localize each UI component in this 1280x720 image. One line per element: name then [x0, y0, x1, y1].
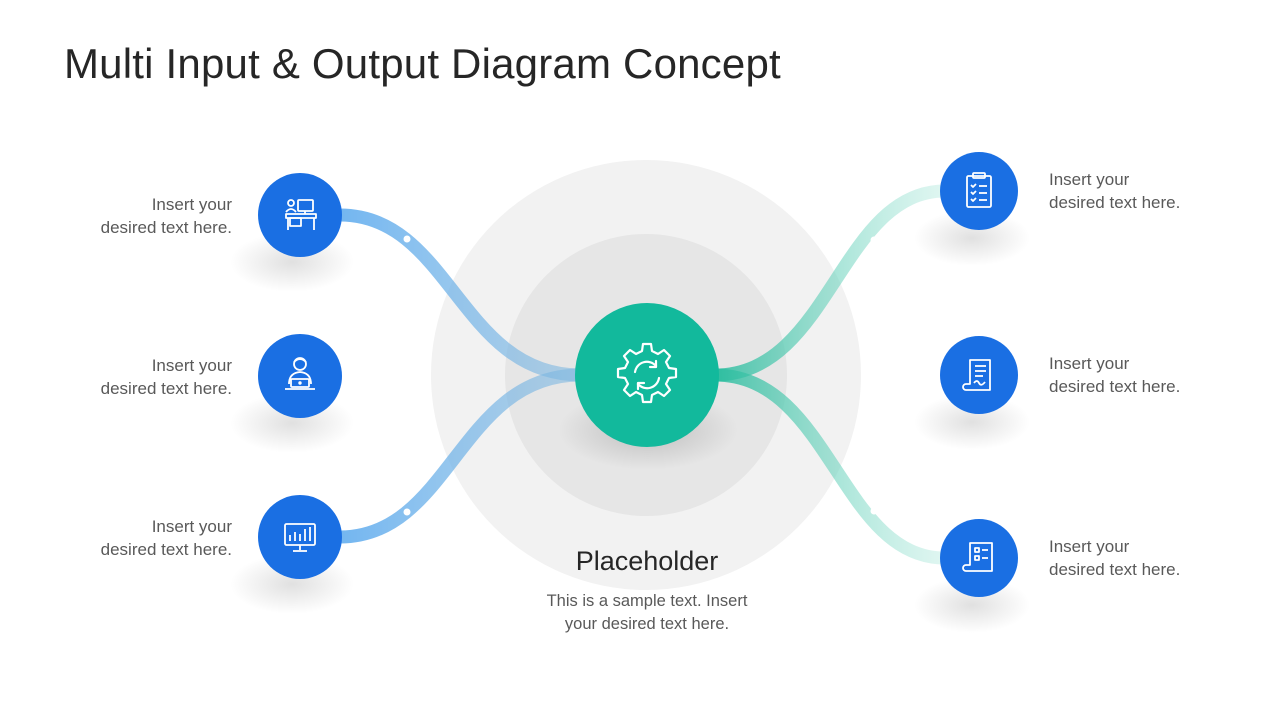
output-connectors — [708, 184, 952, 565]
output-connector-1 — [708, 184, 952, 382]
input-node-2 — [258, 334, 342, 418]
input-label-1-line1: Insert your — [151, 195, 232, 214]
input-label-3-line2: desired text here. — [100, 540, 232, 559]
connector-dot — [403, 508, 411, 516]
output-connector-3 — [708, 368, 952, 565]
output-label-1-line2: desired text here. — [1049, 193, 1181, 212]
connector-dot — [403, 372, 411, 380]
input-label-2-line2: desired text here. — [100, 379, 232, 398]
output-node-1 — [940, 152, 1018, 230]
document-signature-icon — [962, 359, 991, 391]
slide-title: Multi Input & Output Diagram Concept — [64, 40, 781, 87]
chart-monitor-icon — [284, 523, 316, 552]
input-label-3-line1: Insert your — [151, 517, 232, 536]
connector-dot — [870, 507, 878, 515]
output-node-3 — [940, 519, 1018, 597]
report-scroll-icon — [962, 542, 993, 572]
connector-dot — [870, 371, 878, 379]
output-node-2 — [940, 336, 1018, 414]
connector-dot — [870, 236, 878, 244]
output-label-3-line2: desired text here. — [1049, 560, 1181, 579]
input-connector-3 — [333, 368, 587, 544]
desk-workstation-icon — [285, 199, 317, 230]
input-node-1 — [258, 173, 342, 257]
placeholder-title: Placeholder — [575, 546, 719, 576]
input-label-2: Insert your desired text here. — [42, 354, 232, 400]
input-node-3 — [258, 495, 342, 579]
output-label-2-line2: desired text here. — [1049, 377, 1181, 396]
input-label-2-line1: Insert your — [151, 356, 232, 375]
gear-refresh-icon — [616, 342, 678, 404]
output-label-2-line1: Insert your — [1049, 354, 1130, 373]
input-label-3: Insert your desired text here. — [42, 515, 232, 561]
input-label-1: Insert your desired text here. — [42, 193, 232, 239]
input-connectors — [333, 208, 587, 544]
output-label-3: Insert your desired text here. — [1049, 535, 1239, 581]
placeholder-description-line2: your desired text here. — [564, 615, 730, 633]
placeholder-description-line1: This is a sample text. Insert — [546, 592, 748, 610]
output-label-1-line1: Insert your — [1049, 170, 1130, 189]
user-laptop-icon — [285, 357, 315, 390]
central-hub — [575, 303, 719, 447]
input-connector-1 — [333, 208, 587, 382]
output-label-2: Insert your desired text here. — [1049, 352, 1239, 398]
placeholder-description: This is a sample text. Insert your desir… — [497, 590, 797, 636]
clipboard-checklist-icon — [966, 172, 992, 208]
connector-dot — [403, 235, 411, 243]
input-label-1-line2: desired text here. — [100, 218, 232, 237]
output-label-3-line1: Insert your — [1049, 537, 1130, 556]
output-label-1: Insert your desired text here. — [1049, 168, 1239, 214]
